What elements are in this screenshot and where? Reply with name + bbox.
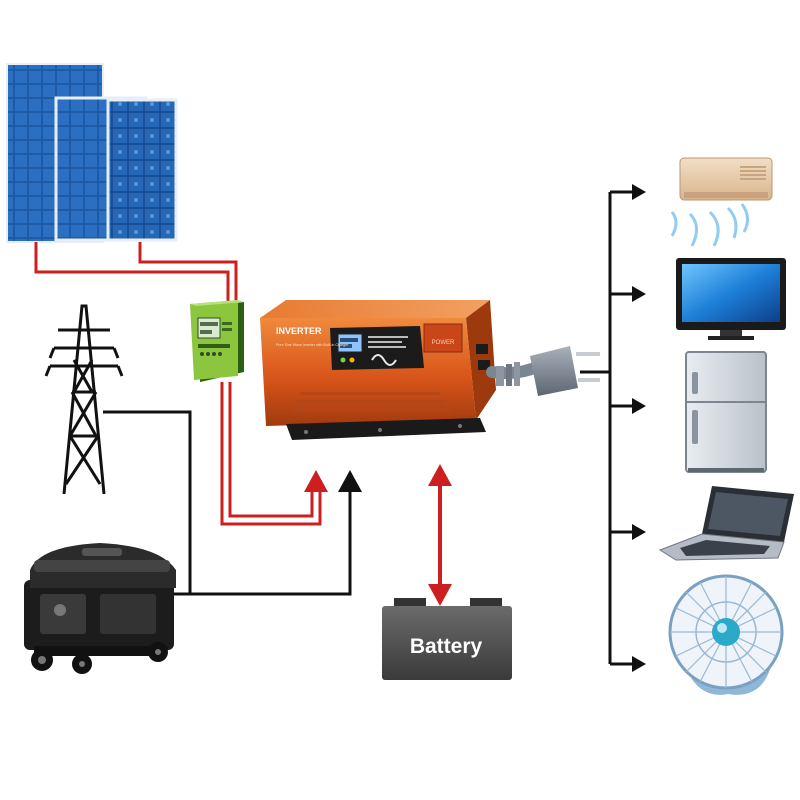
grid-tower-icon	[44, 304, 124, 495]
red-arrow-up	[304, 470, 328, 492]
black-arrow-up	[338, 470, 362, 492]
battery-label: Battery	[410, 635, 483, 658]
battery-icon: Battery	[382, 598, 512, 680]
load-distribution-lines	[580, 192, 612, 664]
arrow-to-fan	[610, 656, 646, 672]
power-plug-icon	[486, 346, 600, 396]
solar-panel-front	[106, 98, 178, 242]
arrow-to-laptop	[610, 524, 646, 540]
inverter-unit: POWER INVERTER Pure Sine Wave Inverter w…	[260, 300, 496, 440]
inverter-title: INVERTER	[276, 326, 322, 336]
controller-lcd	[197, 317, 221, 339]
refrigerator-icon	[685, 351, 767, 473]
arrow-to-refrigerator	[610, 398, 646, 414]
arrow-to-air-conditioner	[610, 184, 646, 200]
solar-panels	[6, 63, 178, 243]
generator-icon	[24, 543, 176, 674]
battery-double-arrow	[428, 464, 452, 606]
red-wiring	[34, 242, 322, 526]
air-conditioner-icon	[670, 157, 773, 247]
fan-icon	[668, 574, 784, 695]
inverter-subtitle: Pure Sine Wave Inverter with Built-in Ch…	[276, 343, 349, 347]
black-wiring	[103, 410, 352, 596]
inverter-brand: POWER	[432, 340, 455, 346]
solar-charge-controller	[190, 300, 244, 382]
arrow-to-television	[610, 286, 646, 302]
load-arrows	[610, 184, 646, 672]
television-icon	[676, 258, 786, 340]
laptop-icon	[658, 486, 794, 561]
